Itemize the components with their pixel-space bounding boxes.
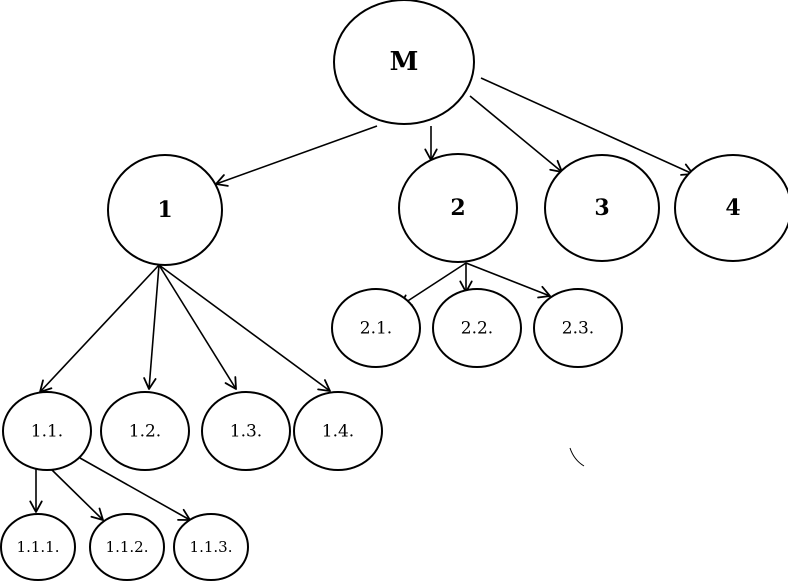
node-n2: 2 [398, 153, 518, 263]
node-circle [0, 513, 76, 581]
node-circle [398, 153, 518, 263]
arrowhead-icon [29, 500, 43, 513]
edge-line [469, 95, 563, 173]
edges-layer [29, 77, 694, 521]
edge-n2-n23 [465, 262, 551, 299]
node-n13: 1.3. [201, 391, 291, 471]
node-label: 1.1.1. [17, 538, 60, 556]
edge-n1-n13 [158, 264, 237, 390]
node-n113: 1.1.3. [173, 513, 249, 581]
scan-speck [569, 447, 585, 467]
edge-line [158, 264, 331, 392]
node-circle [674, 154, 788, 262]
edge-n11-n111 [29, 468, 43, 513]
node-circle [89, 513, 165, 581]
node-n111: 1.1.1. [0, 513, 76, 581]
node-n11: 1.1. [2, 391, 92, 471]
edge-M-n1 [215, 125, 378, 187]
node-label: 3 [594, 195, 609, 221]
node-label: 1 [157, 197, 172, 223]
edge-line [158, 264, 237, 390]
node-label: 2.1. [360, 319, 392, 339]
node-M: M [333, 0, 475, 125]
edge-line [39, 264, 160, 393]
edge-n11-n112 [51, 469, 104, 521]
node-label: 2 [450, 195, 465, 221]
node-circle [432, 288, 522, 368]
arrowhead-icon [143, 377, 157, 390]
edge-line [480, 77, 694, 175]
arrowhead-icon [224, 376, 237, 390]
arrowhead-icon [537, 285, 551, 299]
node-label: M [390, 47, 419, 77]
node-circle [544, 154, 660, 262]
node-n22: 2.2. [432, 288, 522, 368]
node-label: 4 [725, 195, 740, 221]
node-circle [2, 391, 92, 471]
node-circle [107, 154, 223, 266]
node-circle [331, 288, 421, 368]
edge-n2-n22 [459, 263, 473, 293]
node-label: 1.4. [322, 422, 354, 442]
node-label: 1.1.2. [106, 538, 149, 556]
node-circle [100, 391, 190, 471]
node-circle [293, 391, 383, 471]
node-n14: 1.4. [293, 391, 383, 471]
node-label: 1.2. [129, 422, 161, 442]
edge-n1-n14 [158, 264, 331, 392]
node-label: 1.1.3. [190, 538, 233, 556]
edge-line [51, 469, 104, 521]
edge-n1-n12 [143, 264, 160, 390]
node-n112: 1.1.2. [89, 513, 165, 581]
edge-line [79, 457, 191, 521]
node-circle [201, 391, 291, 471]
node-circle [533, 288, 623, 368]
node-n21: 2.1. [331, 288, 421, 368]
node-label: 2.3. [562, 319, 594, 339]
edge-line [148, 264, 160, 390]
edge-n1-n11 [39, 264, 160, 393]
node-n23: 2.3. [533, 288, 623, 368]
edge-M-n2 [424, 126, 438, 161]
node-label: 1.1. [31, 422, 63, 442]
node-label: 1.3. [230, 422, 262, 442]
edge-line [399, 262, 467, 307]
node-circle [173, 513, 249, 581]
node-circle [333, 0, 475, 125]
node-n12: 1.2. [100, 391, 190, 471]
arrowhead-icon [317, 379, 331, 392]
arrowhead-icon [90, 507, 104, 521]
node-label: 2.2. [461, 319, 493, 339]
node-n3: 3 [544, 154, 660, 262]
node-n4: 4 [674, 154, 788, 262]
node-n1: 1 [107, 154, 223, 266]
edge-line [215, 125, 378, 185]
edge-line [465, 262, 551, 297]
